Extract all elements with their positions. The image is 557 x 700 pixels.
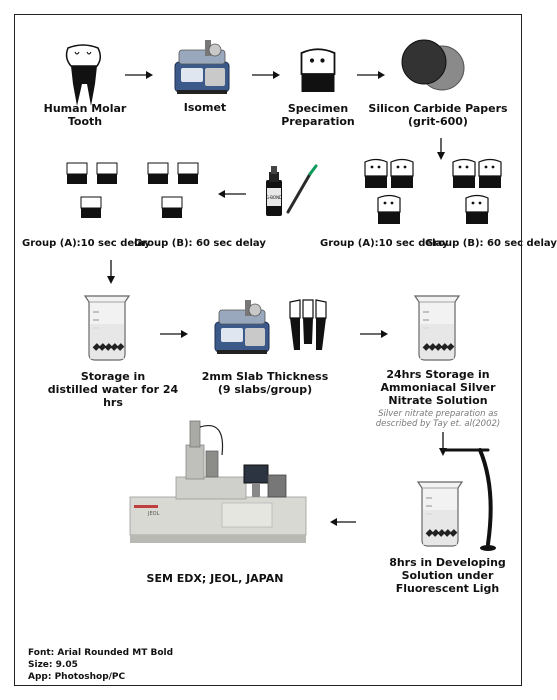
- developing-label-line2: Solution under: [401, 569, 494, 582]
- isomet-slicing-illustration: [214, 299, 270, 355]
- human-molar-tooth-illustration: [65, 44, 102, 107]
- silver-nitrate-beaker-illustration: [414, 295, 460, 361]
- molar-label: Human Molar Tooth: [30, 102, 140, 128]
- group-a-label-left: Group (A):10 sec delay: [22, 238, 151, 249]
- developing-beaker-with-lamp-illustration: [417, 448, 496, 551]
- isomet-machine-illustration: [174, 39, 230, 95]
- slab-label-line1: 2mm Slab Thickness: [201, 370, 329, 383]
- group-b-label-left: Group (B): 60 sec delay: [134, 238, 266, 249]
- isomet-label-line1: Isomet: [183, 101, 227, 114]
- silver-label: 24hrs Storage in Ammoniacal Silver Nitra…: [368, 368, 508, 407]
- silver-label-line1: 24hrs Storage in: [386, 368, 490, 381]
- sem-brand-text: JEOL: [147, 511, 160, 517]
- diagram-frame: [14, 14, 522, 686]
- arrow-isomet-to-specimen: [252, 71, 280, 79]
- group-b-slabs: [147, 162, 199, 219]
- silver-label-line2: Ammoniacal Silver: [380, 381, 496, 394]
- arrow-storage-to-slab: [160, 330, 188, 338]
- slab-label-line2: (9 slabs/group): [217, 383, 313, 396]
- specimen-label-line2: Preparation: [281, 115, 355, 128]
- developing-label: 8hrs in Developing Solution under Fluore…: [385, 556, 510, 595]
- arrow-molar-to-isomet: [125, 71, 153, 79]
- molar-label-line1: Human Molar: [43, 102, 127, 115]
- developing-label-line1: 8hrs in Developing: [389, 556, 506, 569]
- slab-label: 2mm Slab Thickness (9 slabs/group): [200, 370, 330, 396]
- specimen-label: Specimen Preparation: [268, 102, 368, 128]
- storage-label-line1: Storage in: [80, 370, 146, 383]
- arrow-groups-down: [107, 260, 115, 284]
- silicon-carbide-papers-illustration: [401, 39, 465, 91]
- sliced-tooth-slabs-illustration: [289, 299, 327, 350]
- bottle-label-text: G-BOND: [266, 195, 282, 200]
- silver-label-line3: Nitrate Solution: [388, 394, 488, 407]
- distilled-water-beaker-illustration: [84, 295, 130, 361]
- sem-label-line1: SEM EDX; JEOL, JAPAN: [146, 572, 284, 585]
- arrow-papers-down: [437, 138, 445, 160]
- papers-label-line1: Silicon Carbide Papers: [368, 102, 508, 115]
- sem-label: SEM EDX; JEOL, JAPAN: [120, 572, 310, 585]
- arrow-developing-to-sem: [330, 518, 356, 526]
- specimen-label-line1: Specimen: [287, 102, 349, 115]
- arrow-slab-to-silver: [360, 330, 388, 338]
- storage-label: Storage in distilled water for 24 hrs: [38, 370, 188, 409]
- molar-label-line2: Tooth: [67, 115, 103, 128]
- footer-app: App: Photoshop/PC: [28, 672, 126, 682]
- papers-label-line2: (grit-600): [408, 115, 468, 128]
- group-a-label-right: Group (A):10 sec delay: [320, 238, 449, 249]
- arrow-to-left-groups: [218, 190, 246, 198]
- group-a-slabs: [66, 162, 118, 219]
- sem-edx-instrument-illustration: JEOL: [129, 420, 307, 543]
- footer-size: Size: 9.05: [28, 660, 78, 670]
- isomet-label: Isomet: [160, 101, 250, 114]
- footer-font: Font: Arial Rounded MT Bold: [28, 648, 174, 658]
- specimen-tooth-illustration: [300, 48, 336, 93]
- silver-note-line1: Silver nitrate preparation as: [378, 409, 498, 419]
- storage-label-line2: distilled water for 24 hrs: [47, 383, 179, 409]
- silver-note-line2: described by Tay et. al(2002): [375, 419, 501, 429]
- group-b-specimens-right: [452, 158, 502, 225]
- bonding-agent-bottle-illustration: G-BOND: [266, 164, 318, 216]
- group-a-specimens-right: [364, 158, 414, 225]
- silver-nitrate-note: Silver nitrate preparation as described …: [368, 409, 508, 429]
- group-b-label-right: Group (B): 60 sec delay: [425, 238, 557, 249]
- papers-label: Silicon Carbide Papers (grit-600): [368, 102, 508, 128]
- arrow-specimen-to-papers: [357, 71, 385, 79]
- developing-label-line3: Fluorescent Ligh: [395, 582, 500, 595]
